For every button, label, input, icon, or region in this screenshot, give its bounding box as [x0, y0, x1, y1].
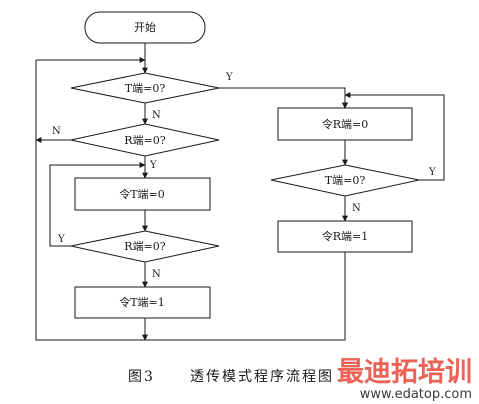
decision-r2-left [70, 230, 220, 263]
decision-r1-left [70, 123, 220, 157]
process-t0-label: 令T端=0 [119, 187, 165, 201]
start-label: 开始 [134, 20, 156, 34]
process-t1-label: 令T端=1 [119, 295, 165, 309]
process-r1-label: 令R端=1 [322, 229, 369, 243]
watermark-brand: 最迪拓培训 [337, 357, 472, 388]
process-t1 [74, 286, 211, 319]
connectors [35, 43, 445, 341]
decision-t-right [270, 164, 420, 197]
branch-t-no: N [152, 110, 161, 121]
connector-rt-yes-loop [344, 92, 445, 181]
shapes [70, 11, 420, 319]
figure-number: 图3 [128, 369, 155, 385]
branch-rt-no: N [352, 203, 361, 214]
branch-t-yes: Y [225, 72, 233, 83]
branch-r1-no: N [52, 126, 61, 137]
decision-r1-left-label: R端=0? [124, 134, 165, 147]
branch-r1-yes: Y [149, 160, 157, 171]
process-r1 [277, 220, 413, 253]
watermark: 最迪拓培训 www.edatop.com [337, 357, 472, 402]
connector-r2-yes-loop [49, 162, 146, 247]
shape-labels: 开始 T端=0? R端=0? 令T端=0 R端=0? 令T端=1 令R端=0 T… [119, 20, 368, 309]
figure-caption: 图3 透传模式程序流程图 [128, 369, 334, 385]
process-r0-label: 令R端=0 [322, 117, 369, 131]
decision-t-left-label: T端=0? [125, 82, 166, 95]
decision-r2-left-label: R端=0? [124, 240, 165, 253]
branch-rt-yes: Y [428, 167, 436, 178]
watermark-url: www.edatop.com [360, 387, 472, 402]
branch-r2-yes: Y [57, 234, 65, 245]
figure-title: 透传模式程序流程图 [190, 369, 334, 385]
connector-t-yes [219, 87, 348, 109]
branch-labels: Y N N Y Y N Y N [52, 72, 436, 280]
connector-r1-out [145, 252, 346, 341]
branch-r2-no: N [152, 269, 161, 280]
start-terminal [84, 11, 206, 44]
process-r0 [277, 107, 413, 141]
decision-t-left [70, 72, 220, 104]
process-t0 [74, 177, 211, 211]
decision-t-right-label: T端=0? [325, 174, 366, 187]
